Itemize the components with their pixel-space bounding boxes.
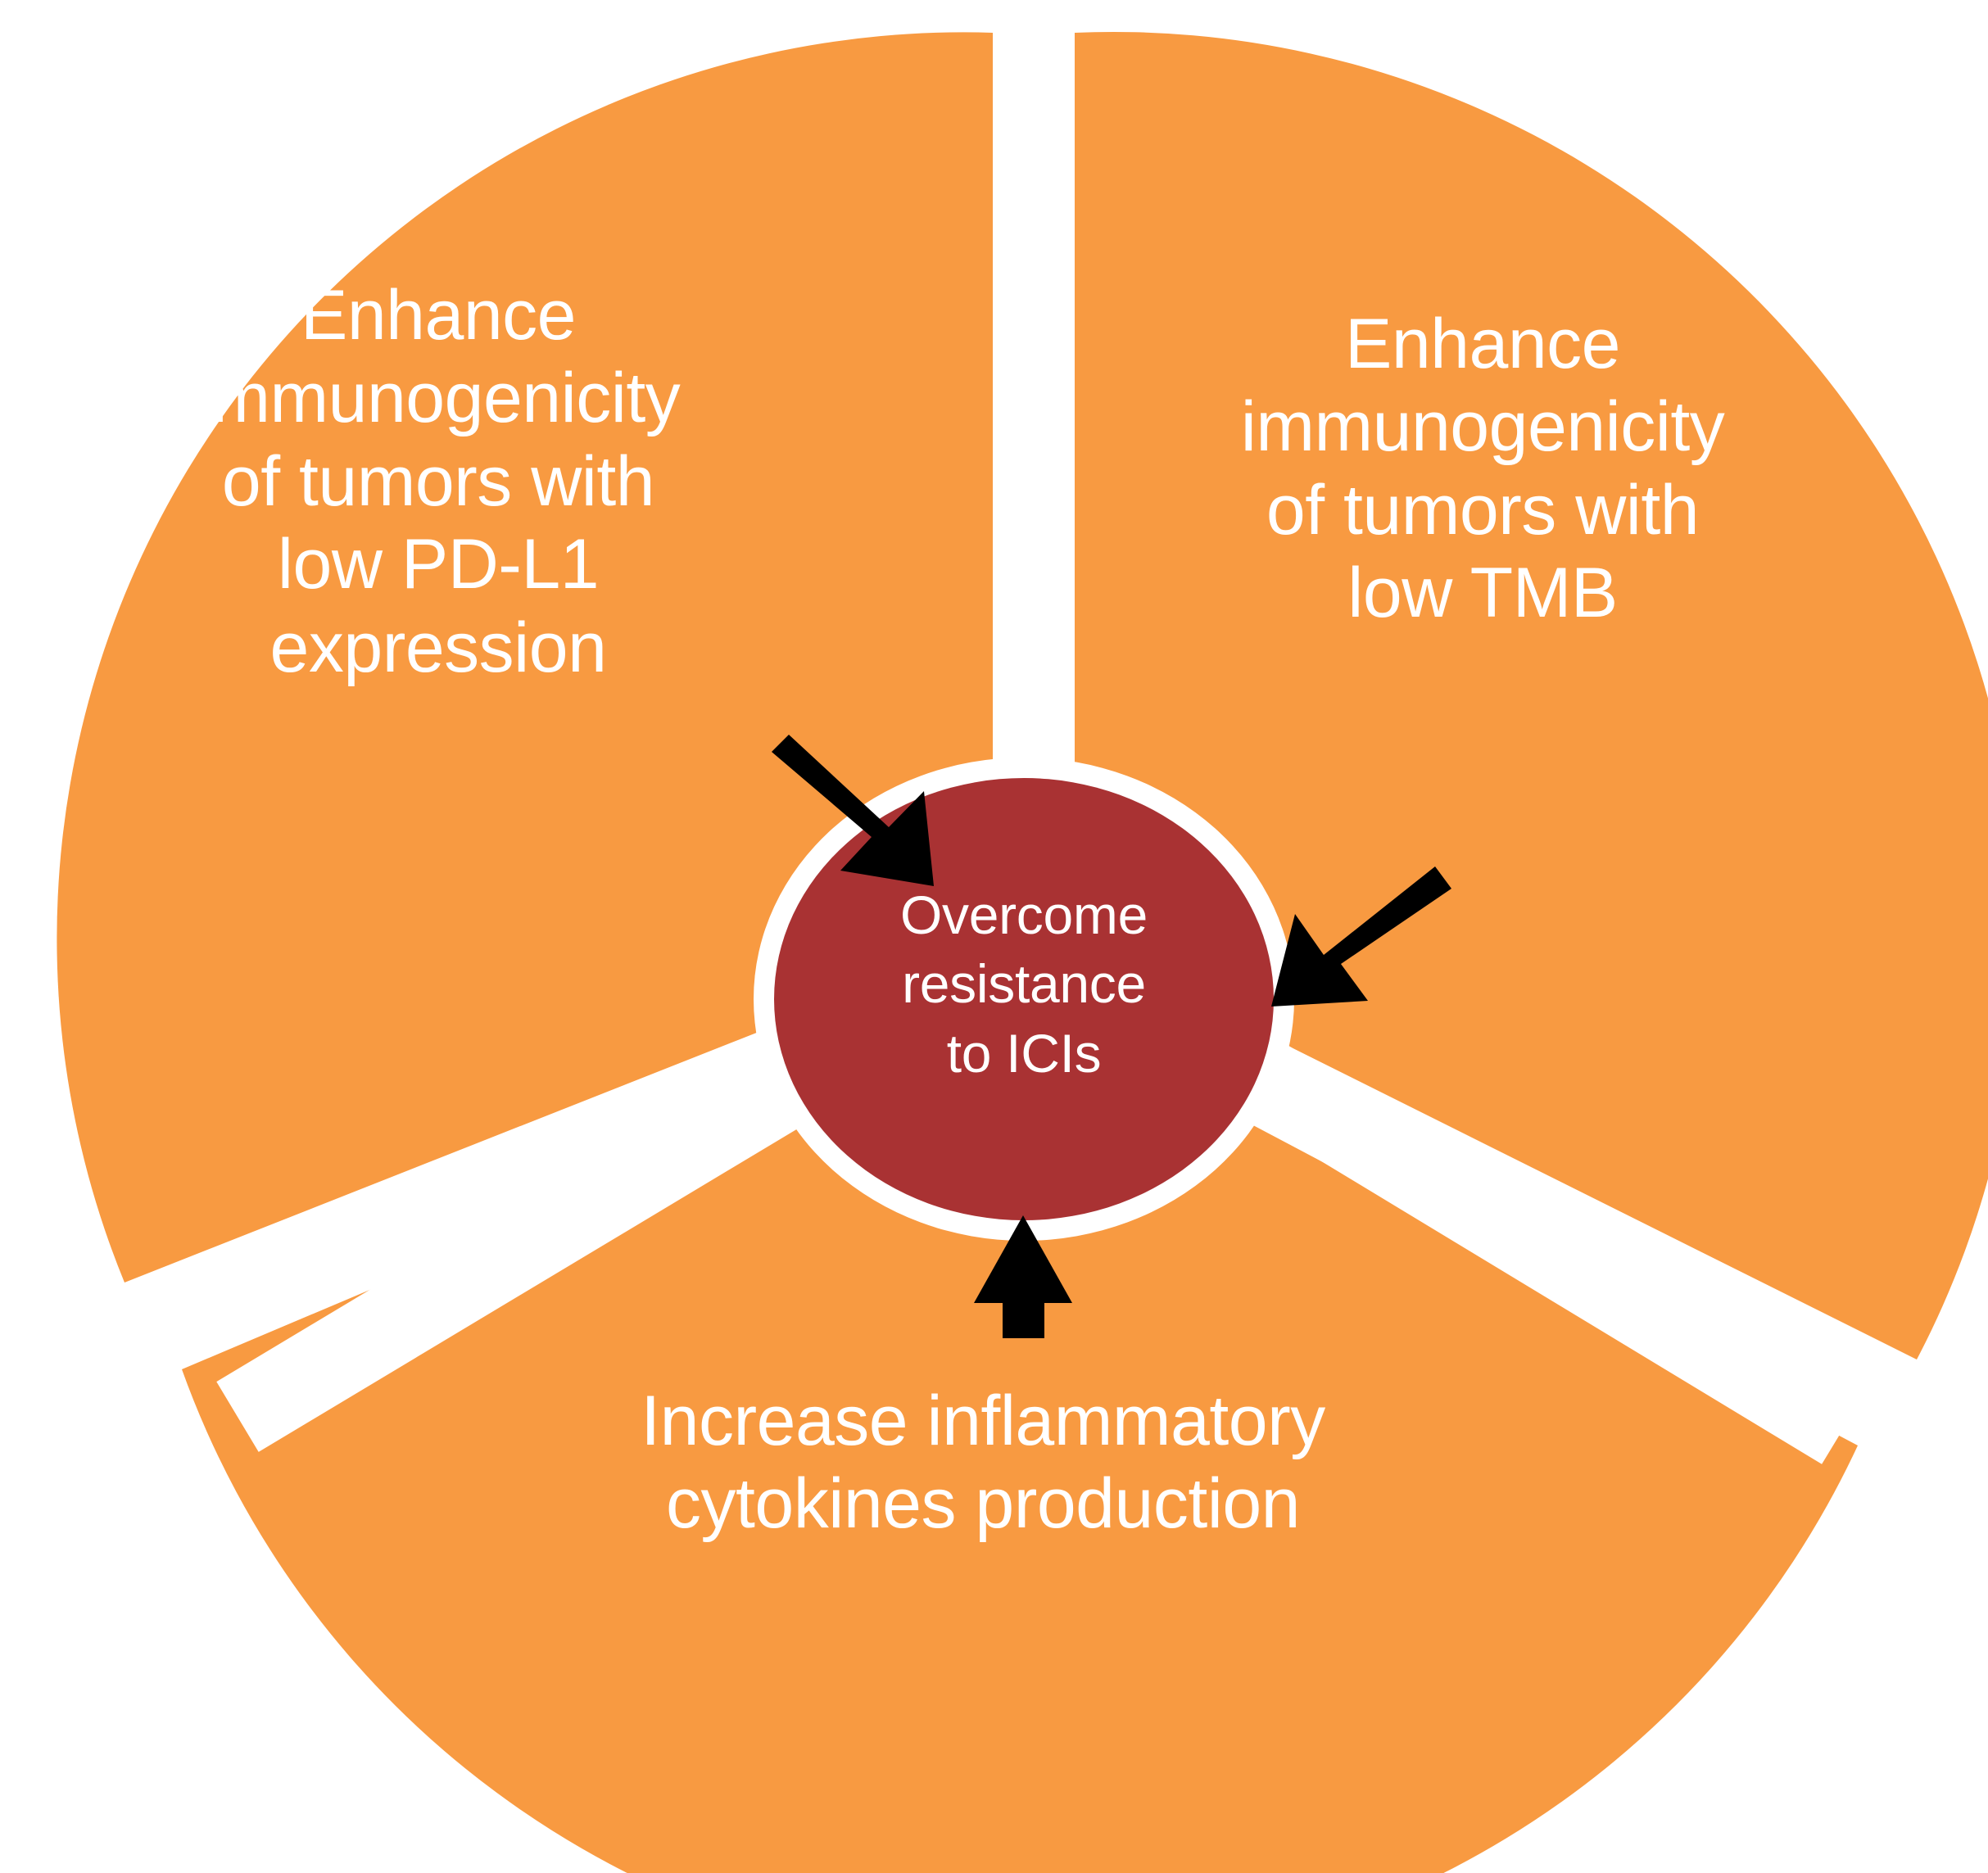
- hub-label: Overcome resistance to ICIs: [899, 884, 1148, 1084]
- arrow-inflammatory-cytokines-icon: [974, 1215, 1072, 1338]
- arrow-low-tmb-icon: [1271, 866, 1451, 1007]
- segment-low-tmb[interactable]: [1075, 32, 1988, 1360]
- segment-label-inflammatory-cytokines: Increase inflammatory cytokines producti…: [641, 1382, 1325, 1544]
- segment-label-low-tmb: Enhance immunogenicity of tumors with lo…: [1240, 305, 1725, 633]
- segment-label-low-pdl1: Enhance immunogenicity of tumors with lo…: [196, 276, 681, 687]
- arrow-low-pdl1-icon: [772, 735, 934, 886]
- hub-circle[interactable]: [774, 778, 1274, 1220]
